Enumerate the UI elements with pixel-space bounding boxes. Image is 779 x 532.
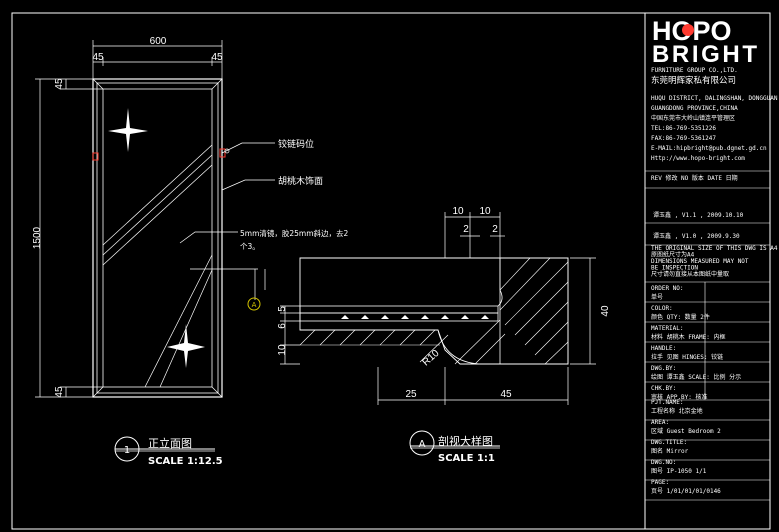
section-marker-label: A: [252, 301, 257, 309]
section-bottom-dims: [377, 367, 569, 405]
dim-10c: 10: [277, 344, 288, 356]
field-value-9: 图号 IP-1050 1/1: [651, 468, 707, 475]
company-en: FURNITURE GROUP CO.,LTD.: [651, 67, 738, 74]
glass-layer: [299, 305, 499, 314]
address-line-5: E-MAIL:hipbright@pub.dgnet.gd.cn: [651, 145, 767, 152]
section-view-scale: SCALE 1:1: [438, 453, 495, 464]
field-label-9: DWG.NO:: [651, 459, 676, 466]
dim-total-width: 600: [150, 36, 167, 47]
front-view-marker-number: 1: [124, 445, 130, 456]
front-view-scale: SCALE 1:12.5: [148, 456, 223, 467]
dim-5: 5: [277, 306, 288, 312]
dim-2a: 2: [463, 224, 469, 235]
callout-glass: 5mm清镜，胶25mm斜边，去2: [240, 228, 349, 238]
dim-25: 25: [405, 389, 417, 400]
left-dimension-line: [35, 78, 103, 398]
field-label-7: AREA:: [651, 419, 669, 426]
logo-bright: BRIGHT: [652, 41, 757, 68]
dim-top-frame: 45: [54, 78, 65, 90]
front-view: [35, 40, 275, 398]
callout-glass-2: 个3。: [240, 242, 260, 251]
dim-10a: 10: [452, 206, 464, 217]
note-line-4: 尺寸请勿直接从本图纸中量取: [651, 270, 729, 278]
dim-r10: R10: [421, 348, 442, 369]
glass-panel: [102, 88, 213, 388]
field-value-6: 工程名称 北京金地: [651, 407, 703, 415]
field-label-6: PJT.NAME:: [651, 399, 684, 406]
callout-frame: 胡桃木饰面: [278, 175, 323, 187]
rev-row-2: 谭玉鑫 , V1.0 , 2009.9.30: [653, 232, 740, 240]
dim-left-frame: 45: [92, 52, 104, 63]
field-value-10: 页号 1/01/01/01/0146: [651, 488, 721, 495]
field-value-3: 拉手 见图 HINGES: 铰链: [651, 353, 723, 361]
field-label-1: COLOR:: [651, 305, 673, 312]
field-label-8: DWG.TITLE:: [651, 439, 687, 446]
field-value-2: 材料 胡桃木 FRAME: 内框: [651, 333, 726, 341]
section-view-title-marker: [409, 430, 500, 456]
notes-block: THE ORIGINAL SIZE OF THIS DWG IS A4原图纸尺寸…: [651, 245, 778, 278]
address-block: HUQU DISTRICT, DALINGSHAN, DONGGUAN GUANG…: [651, 95, 778, 162]
dim-height: 1500: [32, 226, 43, 249]
front-view-title: 正立面图: [148, 436, 192, 450]
sheet-border: [11, 12, 771, 530]
section-right-dim: [570, 257, 596, 365]
note-line-1: 原图纸尺寸为A4: [651, 251, 695, 259]
callout-hinge: 铰链码位: [278, 138, 314, 150]
company-cn: 东莞明辉家私有限公司: [651, 75, 736, 86]
address-line-1: GUANGDONG PROVINCE,CHINA: [651, 105, 738, 112]
field-label-3: HANDLE:: [651, 345, 676, 352]
reflection-sparkle-icon: [108, 108, 205, 368]
hinge-marker-left: [92, 152, 99, 161]
rev-header: REV 修改 NO 版本 DATE 日期: [651, 174, 738, 182]
field-value-5: 审核 APP.BY: 核准: [651, 393, 708, 401]
door-frame-bevel: [96, 82, 219, 394]
dim-right-frame: 45: [211, 52, 223, 63]
section-marker-circle: [247, 297, 261, 311]
address-line-6: Http://www.hopo-bright.com: [651, 155, 745, 162]
field-label-0: ORDER NO:: [651, 285, 684, 292]
front-view-title-marker: [114, 436, 215, 462]
address-line-4: FAX:86-769-5361247: [651, 135, 716, 142]
address-line-3: TEL:86-769-5351226: [651, 125, 716, 132]
section-view-marker-letter: A: [419, 439, 426, 450]
note-line-0: THE ORIGINAL SIZE OF THIS DWG IS A4: [651, 245, 778, 252]
field-label-4: DWG.BY:: [651, 365, 676, 372]
title-block-grid: [645, 170, 770, 501]
section-view-title: 剖视大样图: [438, 434, 493, 448]
field-label-5: CHK.BY:: [651, 385, 676, 392]
dim-6: 6: [277, 323, 288, 329]
dim-45: 45: [500, 389, 512, 400]
dim-40: 40: [600, 305, 611, 317]
rev-row-1: 谭玉鑫 , V1.1 , 2009.10.10: [653, 211, 744, 219]
field-value-1: 颜色 QTY: 数量 2件: [651, 313, 710, 321]
dim-10b: 10: [479, 206, 491, 217]
logo-dot-icon: [682, 24, 694, 36]
dim-bottom-frame: 45: [54, 386, 65, 398]
address-line-2: 中国东莞市大岭山镇连平管理区: [651, 114, 735, 122]
address-line-0: HUQU DISTRICT, DALINGSHAN, DONGGUAN: [651, 95, 778, 102]
field-value-0: 单号: [651, 293, 663, 301]
section-view: [280, 212, 596, 405]
callout-leaders: [179, 142, 275, 300]
section-left-dims: [280, 305, 300, 365]
field-label-10: PAGE:: [651, 479, 669, 486]
fields-block: ORDER NO:单号 COLOR:颜色 QTY: 数量 2件 MATERIAL:材…: [651, 285, 741, 495]
field-value-7: 区域 Guest Bedroom 2: [651, 427, 721, 435]
field-value-8: 图名 Mirror: [651, 447, 689, 455]
door-outer-frame: [92, 78, 223, 398]
hinge-marker-right: [219, 148, 226, 158]
glass-hatch: [341, 315, 489, 319]
top-dimension-line: [92, 40, 223, 79]
field-label-2: MATERIAL:: [651, 325, 684, 332]
dim-2b: 2: [492, 224, 498, 235]
note-line-2: DIMENSIONS MEASURED MAY NOT: [651, 258, 749, 265]
wood-hatch: [299, 257, 569, 365]
note-line-3: BE INSPECTION: [651, 265, 698, 272]
section-top-dims: [444, 212, 505, 258]
field-value-4: 绘图 谭玉鑫 SCALE: 比例 分示: [651, 373, 741, 381]
